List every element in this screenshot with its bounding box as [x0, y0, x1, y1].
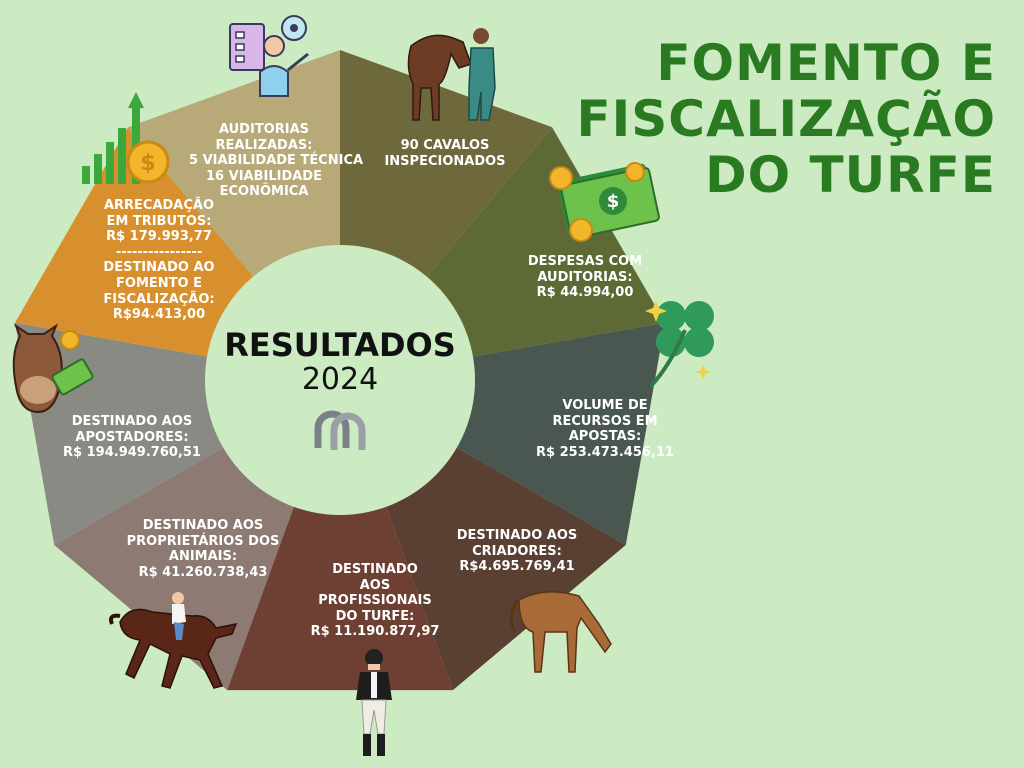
clover-icon: [645, 300, 714, 388]
money-icon: $: [549, 162, 660, 242]
grazing-horse-icon: [510, 591, 612, 673]
center-circle: [205, 245, 475, 515]
center-year: 2024: [301, 362, 379, 397]
title-line-1: FOMENTO E: [656, 34, 996, 92]
rider-horse-icon: [109, 592, 238, 689]
center-heading: RESULTADOS: [224, 326, 456, 364]
growth-chart-coin-icon: $: [82, 92, 170, 184]
segment-profissionais: [227, 380, 453, 691]
horse-head-money-icon: [12, 323, 94, 414]
title-line-3: DO TURFE: [705, 146, 996, 204]
svg-text:$: $: [607, 191, 620, 212]
auditor-icon: [229, 15, 309, 97]
jockey-icon: [356, 649, 392, 756]
svg-text:$: $: [140, 151, 155, 176]
title-line-2: FISCALIZAÇÃO: [576, 90, 996, 148]
horseshoe-icon: [314, 410, 366, 450]
vet-horse-icon: [407, 28, 496, 121]
